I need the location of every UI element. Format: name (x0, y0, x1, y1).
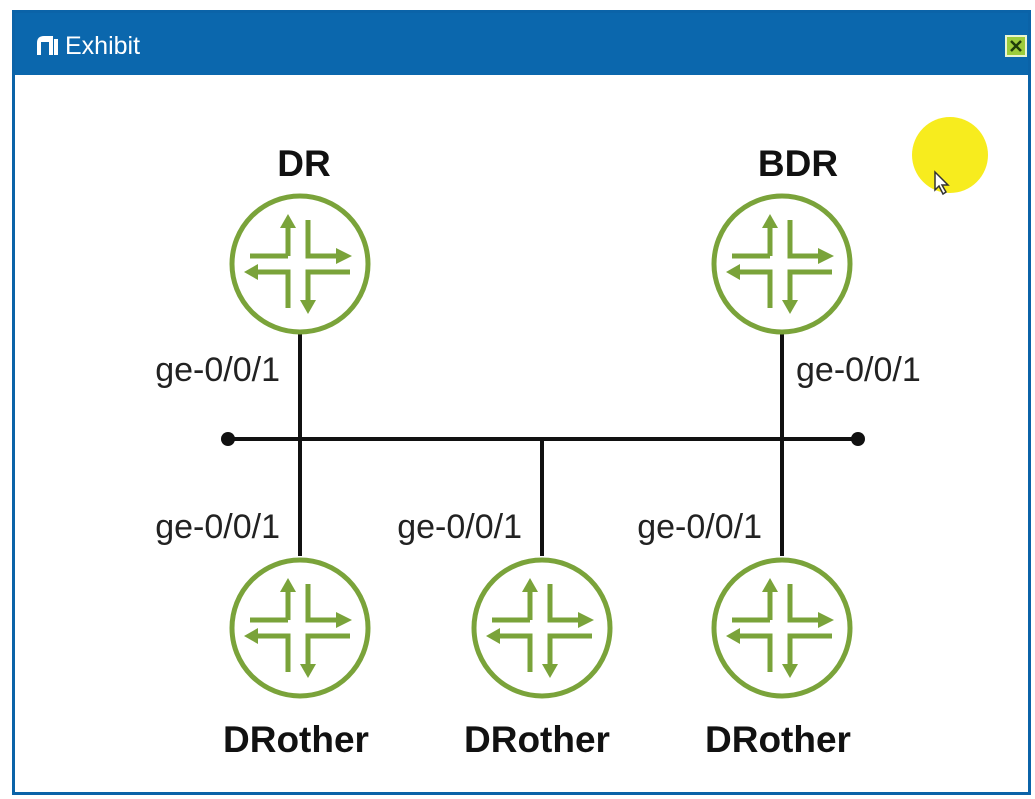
mouse-pointer-icon (934, 170, 950, 196)
port-drother-1: ge-0/0/1 (155, 508, 280, 546)
close-button[interactable] (1005, 35, 1027, 57)
router-drother-1-icon (232, 560, 368, 696)
router-dr-icon (232, 196, 368, 332)
label-drother-3: DRother (705, 719, 851, 760)
title-bar: Exhibit (15, 13, 1028, 75)
lan-endpoint-right (851, 432, 865, 446)
label-drother-2: DRother (464, 719, 610, 760)
close-icon (1010, 40, 1022, 52)
lan-endpoint-left (221, 432, 235, 446)
port-bdr: ge-0/0/1 (796, 351, 921, 389)
label-dr: DR (277, 143, 330, 184)
router-drother-3-icon (714, 560, 850, 696)
label-bdr: BDR (758, 143, 838, 184)
port-dr: ge-0/0/1 (155, 351, 280, 389)
router-bdr-icon (714, 196, 850, 332)
port-drother-2: ge-0/0/1 (397, 508, 522, 546)
port-drother-3: ge-0/0/1 (637, 508, 762, 546)
label-drother-1: DRother (223, 719, 369, 760)
cursor-highlight (912, 117, 988, 193)
exhibit-icon (37, 36, 58, 55)
window-title: Exhibit (65, 32, 141, 60)
router-drother-2-icon (474, 560, 610, 696)
